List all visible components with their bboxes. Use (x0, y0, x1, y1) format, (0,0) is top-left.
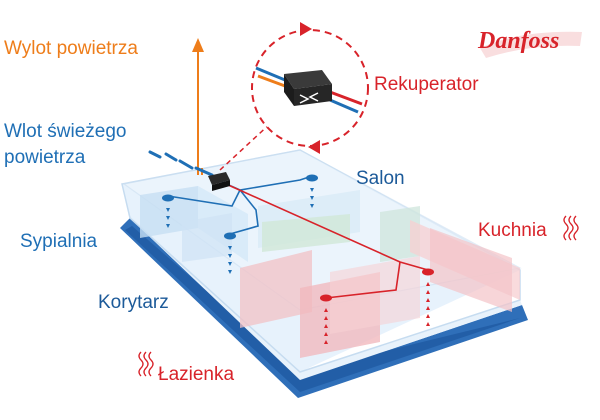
fresh-air-icon (148, 150, 214, 177)
recuperator-zoom (251, 22, 369, 154)
danfoss-logo: Danfoss (477, 28, 582, 58)
label-living-room: Salon (356, 168, 405, 189)
extract-vent (320, 268, 434, 302)
floor-base (120, 214, 528, 398)
steam-icon (138, 351, 154, 377)
supply-vent (162, 174, 318, 240)
vent-down-arrows-icon (166, 188, 314, 274)
label-fresh-inlet-line1: Wlot świeżego (4, 121, 127, 142)
label-recuperator: Rekuperator (374, 74, 479, 95)
exhaust-arrow-icon (192, 38, 204, 52)
recuperator-unit (208, 172, 230, 191)
label-bathroom: Łazienka (158, 364, 235, 385)
flow-arrow-icon (300, 22, 312, 36)
logo-text: Danfoss (477, 28, 559, 54)
label-exhaust-outlet: Wylot powietrza (4, 38, 138, 59)
label-corridor: Korytarz (98, 292, 169, 313)
label-fresh-inlet-line2: powietrza (4, 147, 86, 168)
label-bedroom: Sypialnia (20, 231, 98, 252)
extract-duct-network (225, 183, 429, 299)
steam-icon (563, 215, 579, 241)
flow-arrow-icon (308, 140, 320, 154)
exhaust-pipe (192, 38, 204, 175)
zoom-leader (219, 121, 273, 171)
label-kitchen: Kuchnia (478, 220, 547, 241)
vent-up-arrows-icon (324, 282, 430, 344)
